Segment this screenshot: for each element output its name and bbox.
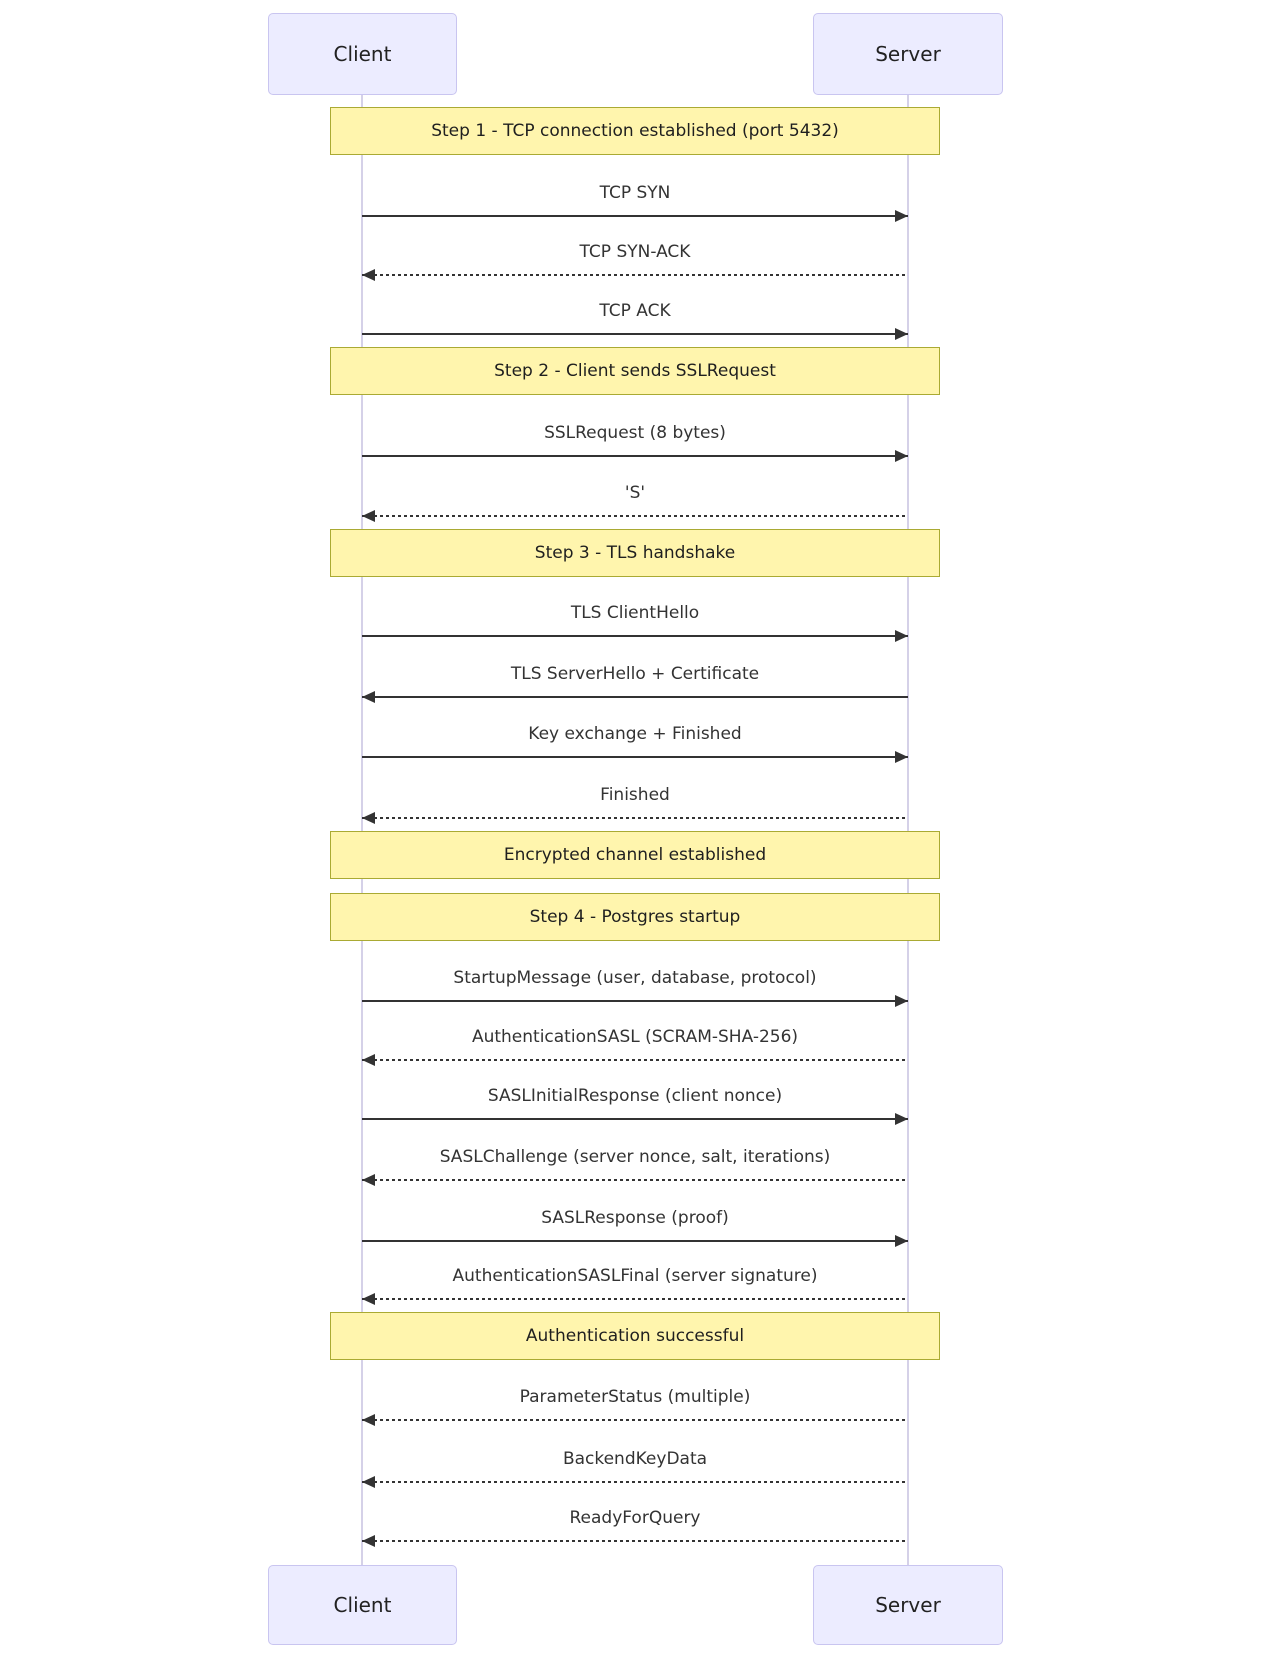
message-line [362,756,908,758]
msg-authenticationsasl: AuthenticationSASL (SCRAM-SHA-256) [362,1015,908,1066]
msg-finished: Finished [362,773,908,824]
arrowhead-right-icon [895,450,908,462]
message-label: TCP SYN [599,183,671,203]
message-line [362,1540,908,1542]
msg-startupmessage: StartupMessage (user, database, protocol… [362,956,908,1007]
message-line [362,817,908,819]
msg-saslresponse: SASLResponse (proof) [362,1196,908,1247]
arrowhead-left-icon [362,1476,375,1488]
actor-client-top: Client [268,13,457,95]
message-line [362,1481,908,1483]
msg-saslchallenge: SASLChallenge (server nonce, salt, itera… [362,1135,908,1186]
actor-client-label: Client [333,1593,392,1617]
note-step-4: Step 4 - Postgres startup [330,893,940,941]
message-label: TLS ClientHello [570,603,700,623]
message-label: ReadyForQuery [569,1508,701,1528]
arrowhead-left-icon [362,269,375,281]
arrowhead-left-icon [362,691,375,703]
note-label: Step 4 - Postgres startup [529,907,741,927]
message-label: SASLChallenge (server nonce, salt, itera… [439,1147,831,1167]
message-line [362,1419,908,1421]
message-label: AuthenticationSASL (SCRAM-SHA-256) [471,1027,799,1047]
arrowhead-right-icon [895,751,908,763]
message-label: TCP ACK [599,301,671,321]
message-label: Finished [600,785,670,805]
message-label: StartupMessage (user, database, protocol… [453,968,817,988]
note-encrypted-channel: Encrypted channel established [330,831,940,879]
msg-tcp-syn: TCP SYN [362,171,908,222]
message-label: SASLInitialResponse (client nonce) [487,1086,783,1106]
msg-key-exchange-finished: Key exchange + Finished [362,712,908,763]
lifeline-server [907,95,909,1565]
message-line [362,1179,908,1181]
msg-backendkeydata: BackendKeyData [362,1437,908,1488]
note-authentication-successful: Authentication successful [330,1312,940,1360]
msg-tls-serverhello-certificate: TLS ServerHello + Certificate [362,652,908,703]
message-label: SASLResponse (proof) [541,1208,729,1228]
message-label: TLS ServerHello + Certificate [510,664,760,684]
actor-server-bottom: Server [813,1565,1003,1645]
note-label: Step 2 - Client sends SSLRequest [494,361,776,381]
note-step-3: Step 3 - TLS handshake [330,529,940,577]
msg-tls-clienthello: TLS ClientHello [362,591,908,642]
message-line [362,1000,908,1002]
arrowhead-right-icon [895,1113,908,1125]
note-label: Encrypted channel established [503,845,767,865]
message-line [362,515,908,517]
arrowhead-right-icon [895,328,908,340]
arrowhead-right-icon [895,1235,908,1247]
message-label: 'S' [624,483,646,503]
lifeline-client [361,95,363,1565]
msg-tcp-syn-ack: TCP SYN-ACK [362,230,908,281]
msg-parameterstatus: ParameterStatus (multiple) [362,1375,908,1426]
actor-client-label: Client [333,42,392,66]
message-line [362,215,908,217]
message-line [362,274,908,276]
arrowhead-left-icon [362,1535,375,1547]
actor-server-label: Server [875,42,941,66]
msg-ssl-s-byte: 'S' [362,471,908,522]
note-step-2: Step 2 - Client sends SSLRequest [330,347,940,395]
message-line [362,1118,908,1120]
msg-authenticationsaslfinal: AuthenticationSASLFinal (server signatur… [362,1254,908,1305]
arrowhead-left-icon [362,1174,375,1186]
message-label: Key exchange + Finished [528,724,742,744]
message-label: BackendKeyData [562,1449,708,1469]
actor-client-bottom: Client [268,1565,457,1645]
message-line [362,1059,908,1061]
note-step-1: Step 1 - TCP connection established (por… [330,107,940,155]
arrowhead-left-icon [362,812,375,824]
message-line [362,696,908,698]
message-line [362,455,908,457]
arrowhead-left-icon [362,1414,375,1426]
message-line [362,333,908,335]
msg-saslinitialresponse: SASLInitialResponse (client nonce) [362,1074,908,1125]
message-line [362,1298,908,1300]
actor-server-label: Server [875,1593,941,1617]
note-label: Authentication successful [525,1326,745,1346]
message-line [362,635,908,637]
arrowhead-right-icon [895,630,908,642]
arrowhead-right-icon [895,210,908,222]
message-label: AuthenticationSASLFinal (server signatur… [452,1266,818,1286]
arrowhead-left-icon [362,1054,375,1066]
arrowhead-left-icon [362,1293,375,1305]
note-label: Step 1 - TCP connection established (por… [431,121,839,141]
msg-sslrequest: SSLRequest (8 bytes) [362,411,908,462]
arrowhead-left-icon [362,510,375,522]
message-line [362,1240,908,1242]
actor-server-top: Server [813,13,1003,95]
message-label: ParameterStatus (multiple) [519,1387,751,1407]
arrowhead-right-icon [895,995,908,1007]
note-label: Step 3 - TLS handshake [534,543,736,563]
msg-tcp-ack: TCP ACK [362,289,908,340]
message-label: TCP SYN-ACK [579,242,691,262]
msg-readyforquery: ReadyForQuery [362,1496,908,1547]
message-label: SSLRequest (8 bytes) [544,423,726,443]
